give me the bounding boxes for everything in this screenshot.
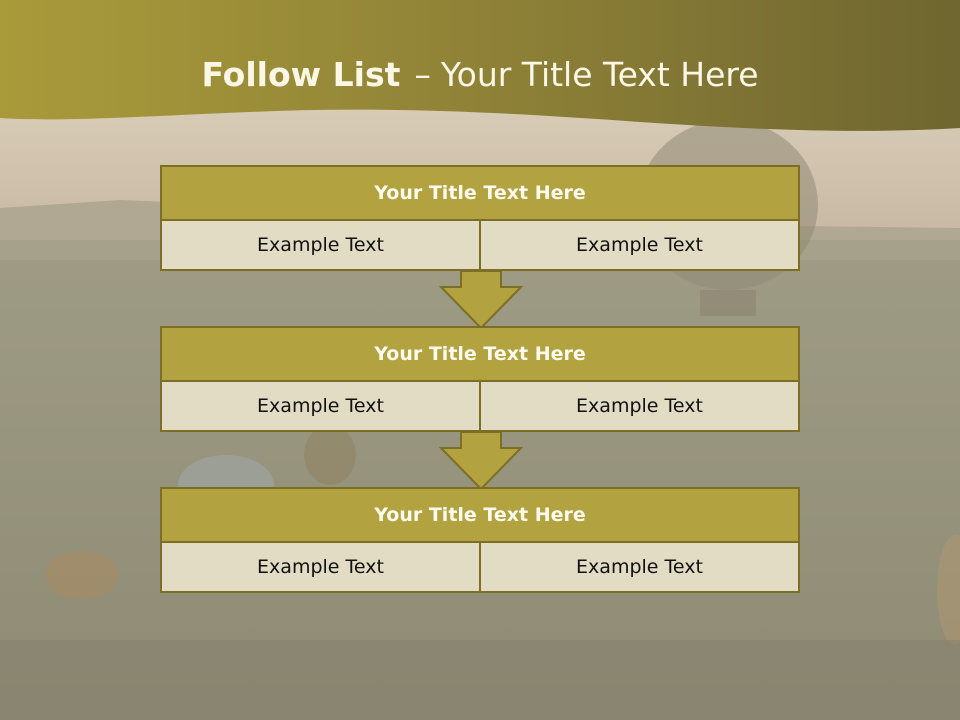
step-right-text: Example Text: [481, 543, 800, 593]
step-row: Example Text Example Text: [160, 543, 800, 593]
flow-step-1: Your Title Text Here Example Text Exampl…: [160, 165, 800, 271]
step-left-text: Example Text: [160, 221, 481, 271]
step-title: Your Title Text Here: [160, 487, 800, 543]
step-right-text: Example Text: [481, 382, 800, 432]
step-left-text: Example Text: [160, 382, 481, 432]
step-title: Your Title Text Here: [160, 326, 800, 382]
step-title: Your Title Text Here: [160, 165, 800, 221]
step-left-text: Example Text: [160, 543, 481, 593]
title-main: Follow List: [201, 55, 401, 94]
step-row: Example Text Example Text: [160, 221, 800, 271]
down-arrow-icon: [439, 431, 523, 491]
down-arrow-icon: [439, 270, 523, 330]
step-row: Example Text Example Text: [160, 382, 800, 432]
flow-step-3: Your Title Text Here Example Text Exampl…: [160, 487, 800, 593]
title-separator: –: [414, 55, 431, 94]
step-right-text: Example Text: [481, 221, 800, 271]
slide-title: Follow List–Your Title Text Here: [0, 52, 960, 98]
flow-step-2: Your Title Text Here Example Text Exampl…: [160, 326, 800, 432]
title-subtitle: Your Title Text Here: [440, 55, 759, 94]
